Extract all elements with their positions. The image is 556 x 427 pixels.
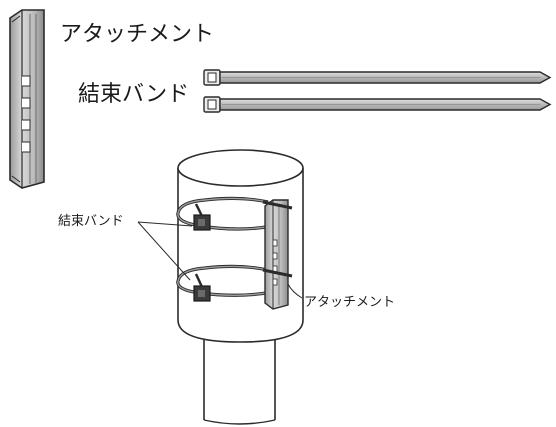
attachment-part-icon	[9, 9, 45, 189]
cable-tie-icon	[203, 69, 552, 86]
band-callout-label: 結束バンド	[58, 214, 124, 229]
installed-band-lower	[176, 264, 273, 302]
attachment-title-label: アタッチメント	[60, 22, 215, 47]
installed-band-upper	[176, 196, 273, 231]
band-callout-leaders	[137, 221, 193, 281]
mounted-attachment	[262, 199, 293, 310]
attachment-callout-label: アタッチメント	[304, 295, 396, 310]
band-title-label: 結束バンド	[78, 82, 190, 107]
attachment-callout-leader	[287, 283, 303, 299]
cable-tie-icon	[203, 96, 552, 113]
